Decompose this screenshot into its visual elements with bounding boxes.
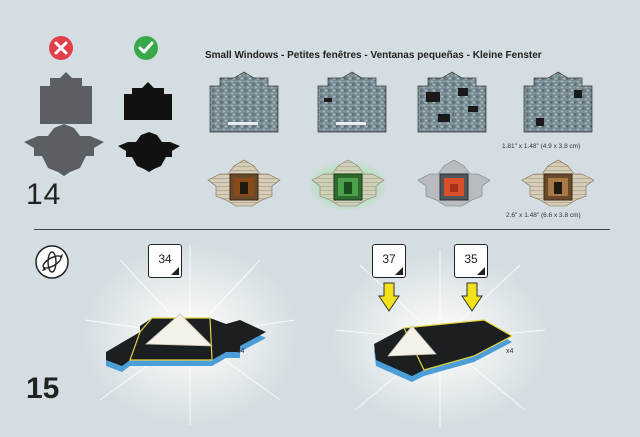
wrong-window-frame-piece (22, 124, 106, 176)
right-quantity: x4 (506, 348, 514, 355)
part-tag-label: 35 (464, 252, 478, 266)
framed-window-3 (417, 159, 491, 207)
left-quantity: x4 (237, 348, 245, 355)
arrow-down-icon (461, 282, 483, 312)
correct-icon (133, 35, 159, 61)
tag-corner (477, 267, 485, 275)
correct-window-piece (122, 80, 174, 122)
framed-window-1 (207, 159, 281, 207)
stone-window-3 (417, 71, 487, 133)
part-tag-label: 37 (382, 252, 396, 266)
stone-window-2 (317, 71, 387, 133)
section-title: Small Windows - Petites fenêtres - Venta… (205, 50, 542, 61)
dimension-label-upper: 1.81" x 1.48" (4.9 x 3.8 cm) (502, 143, 581, 150)
part-tag-34: 34 (148, 244, 182, 278)
framed-window-4 (521, 159, 595, 207)
step-number: 14 (26, 178, 62, 211)
rotate-icon (34, 244, 70, 280)
part-tag-37: 37 (372, 244, 406, 278)
dimension-label-lower: 2.6" x 1.48" (6.6 x 3.8 cm) (506, 212, 581, 219)
step-number: 15 (26, 372, 60, 405)
section-divider (34, 229, 610, 230)
tag-corner (395, 267, 403, 275)
right-wall-tile (364, 310, 524, 385)
wrong-icon (48, 35, 74, 61)
stone-window-4 (523, 71, 593, 133)
correct-window-frame-piece (116, 132, 182, 172)
tag-corner (171, 267, 179, 275)
part-tag-35: 35 (454, 244, 488, 278)
part-tag-label: 34 (158, 252, 172, 266)
arrow-down-icon (378, 282, 400, 312)
framed-window-2-glowing (308, 159, 388, 210)
framed-window-row (206, 156, 606, 210)
left-wall-tile (100, 300, 270, 380)
stone-window-row (206, 68, 606, 138)
wrong-window-piece (38, 70, 94, 126)
stone-window-1 (209, 71, 279, 133)
